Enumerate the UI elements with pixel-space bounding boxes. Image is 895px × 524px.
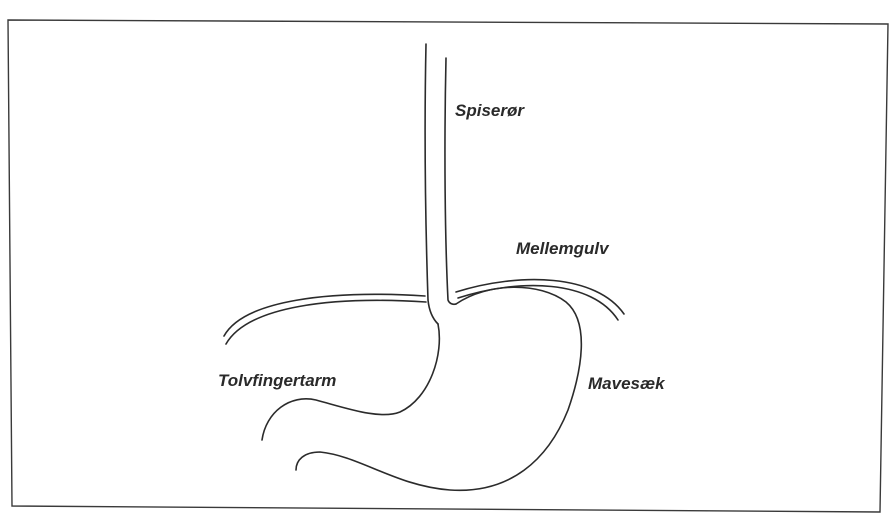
- diaphragm-lower-line: [226, 300, 426, 344]
- label-stomach: Mavesæk: [588, 374, 666, 393]
- diaphragm-upper-line-right: [456, 280, 624, 314]
- label-duodenum: Tolvfingertarm: [218, 371, 336, 390]
- stomach-outer-wall: [296, 287, 581, 490]
- label-esophagus: Spiserør: [455, 101, 525, 120]
- label-diaphragm: Mellemgulv: [516, 239, 610, 258]
- diagram-frame: [8, 20, 888, 512]
- esophagus-right-wall: [445, 58, 456, 304]
- esophagus-left-wall: [425, 44, 438, 324]
